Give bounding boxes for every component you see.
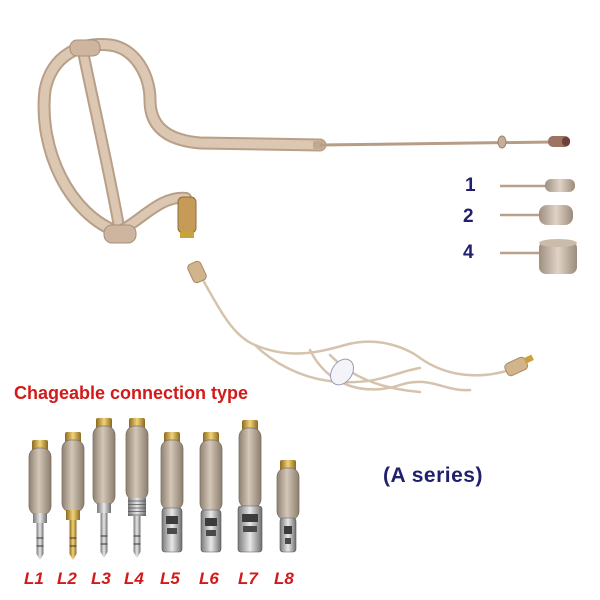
- connector-label: L5: [160, 569, 180, 588]
- connector-plugs: [28, 418, 300, 560]
- connector-plug: [28, 440, 52, 560]
- connector-label: L1: [24, 569, 44, 588]
- connector-plug: [61, 432, 85, 560]
- hook-clip-top: [69, 39, 101, 57]
- series-label: (A series): [383, 464, 483, 487]
- connector-plug: [199, 432, 223, 553]
- connector-label: L2: [57, 569, 77, 588]
- cable: [198, 273, 512, 394]
- connector-label: L3: [91, 569, 111, 588]
- boom-arm: [319, 140, 553, 147]
- cable-connector-pin: [524, 354, 534, 364]
- hook-clip-bottom: [103, 224, 137, 244]
- capsule-size-label: 1: [465, 175, 476, 196]
- connector-plug: [276, 460, 300, 553]
- cable-connector-top: [187, 260, 207, 284]
- connector-label: L7: [238, 569, 258, 588]
- mic-capsule-tip: [562, 137, 570, 146]
- capsule-size-2: [500, 205, 573, 225]
- boom-ring: [497, 135, 507, 149]
- capsule-size-1: [500, 179, 575, 192]
- connector-label: L6: [199, 569, 219, 588]
- connector-label: L4: [124, 569, 144, 588]
- boom-joint: [313, 141, 323, 149]
- connector-plug: [125, 418, 149, 558]
- connector-plug: [160, 432, 184, 553]
- hook-socket: [177, 196, 197, 234]
- connection-type-title: Chageable connection type: [14, 383, 249, 403]
- connector-plug: [237, 420, 263, 553]
- capsule-size-label: 2: [463, 206, 474, 227]
- capsule-size-label: 4: [463, 242, 474, 263]
- connector-plug: [92, 418, 116, 558]
- hook-socket-pin: [180, 232, 194, 238]
- connector-label: L8: [274, 569, 294, 588]
- cable-tie: [330, 358, 354, 386]
- capsule-size-4: [500, 239, 577, 274]
